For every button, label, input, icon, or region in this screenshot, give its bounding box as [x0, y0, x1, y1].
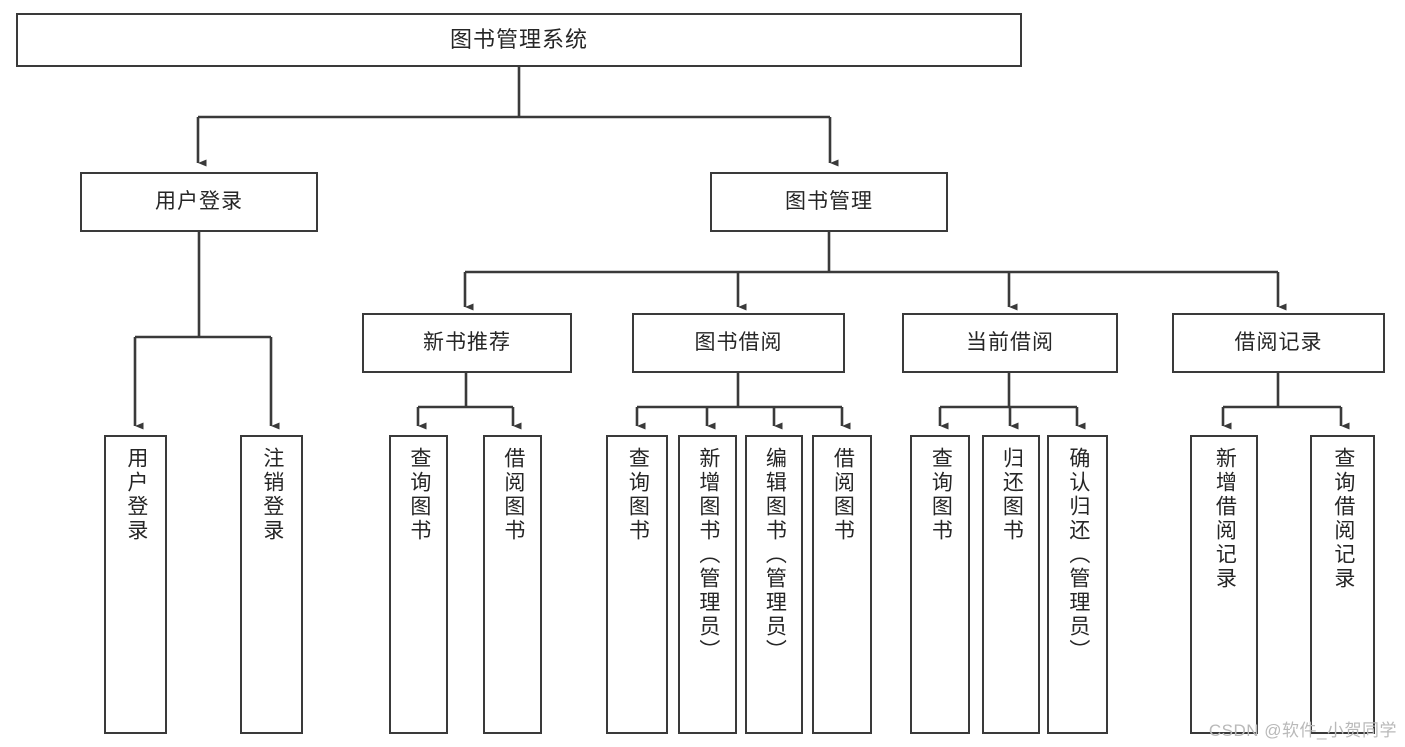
- node-borrow-record-label: 借阅记录: [1234, 330, 1323, 354]
- leaf-current-borrow-confirm-admin[interactable]: 确认归还（管理员）: [1047, 435, 1108, 734]
- node-new-book-recommend-label: 新书推荐: [423, 330, 511, 354]
- leaf-book-borrow-edit-admin[interactable]: 编辑图书（管理员）: [745, 435, 803, 734]
- node-book-borrow[interactable]: 图书借阅: [632, 313, 845, 373]
- leaf-label: 确认归还（管理员）: [1066, 447, 1090, 663]
- leaf-current-borrow-return[interactable]: 归还图书: [982, 435, 1040, 734]
- leaf-label: 注销登录: [260, 447, 284, 543]
- leaf-user-login-login[interactable]: 用户登录: [104, 435, 167, 734]
- watermark: CSDN @软件_小贺同学: [1208, 721, 1397, 740]
- leaf-borrow-record-add[interactable]: 新增借阅记录: [1190, 435, 1258, 734]
- node-borrow-record[interactable]: 借阅记录: [1172, 313, 1385, 373]
- leaf-current-borrow-query[interactable]: 查询图书: [910, 435, 970, 734]
- node-book-manage[interactable]: 图书管理: [710, 172, 948, 232]
- node-new-book-recommend[interactable]: 新书推荐: [362, 313, 572, 373]
- leaf-label: 新增图书（管理员）: [696, 447, 720, 663]
- node-book-manage-label: 图书管理: [785, 189, 873, 213]
- leaf-label: 查询图书: [626, 447, 650, 543]
- leaf-label: 查询借阅记录: [1331, 447, 1355, 591]
- leaf-borrow-record-query[interactable]: 查询借阅记录: [1310, 435, 1375, 734]
- leaf-new-book-borrow[interactable]: 借阅图书: [483, 435, 542, 734]
- node-book-borrow-label: 图书借阅: [694, 330, 783, 354]
- leaf-label: 查询图书: [407, 447, 431, 543]
- leaf-book-borrow-query[interactable]: 查询图书: [606, 435, 668, 734]
- leaf-label: 借阅图书: [501, 447, 525, 543]
- leaf-new-book-query[interactable]: 查询图书: [389, 435, 448, 734]
- leaf-label: 归还图书: [1000, 447, 1024, 543]
- leaf-label: 查询图书: [929, 447, 953, 543]
- leaf-user-login-logout[interactable]: 注销登录: [240, 435, 303, 734]
- leaf-label: 新增借阅记录: [1213, 447, 1237, 591]
- node-current-borrow[interactable]: 当前借阅: [902, 313, 1118, 373]
- leaf-book-borrow-borrow[interactable]: 借阅图书: [812, 435, 872, 734]
- node-user-login-label: 用户登录: [155, 189, 243, 213]
- node-current-borrow-label: 当前借阅: [966, 330, 1054, 354]
- node-user-login[interactable]: 用户登录: [80, 172, 318, 232]
- leaf-label: 编辑图书（管理员）: [763, 447, 787, 663]
- node-root-label: 图书管理系统: [449, 27, 588, 53]
- leaf-label: 用户登录: [124, 447, 148, 543]
- leaf-book-borrow-add-admin[interactable]: 新增图书（管理员）: [678, 435, 737, 734]
- node-root[interactable]: 图书管理系统: [16, 13, 1022, 67]
- leaf-label: 借阅图书: [831, 447, 855, 543]
